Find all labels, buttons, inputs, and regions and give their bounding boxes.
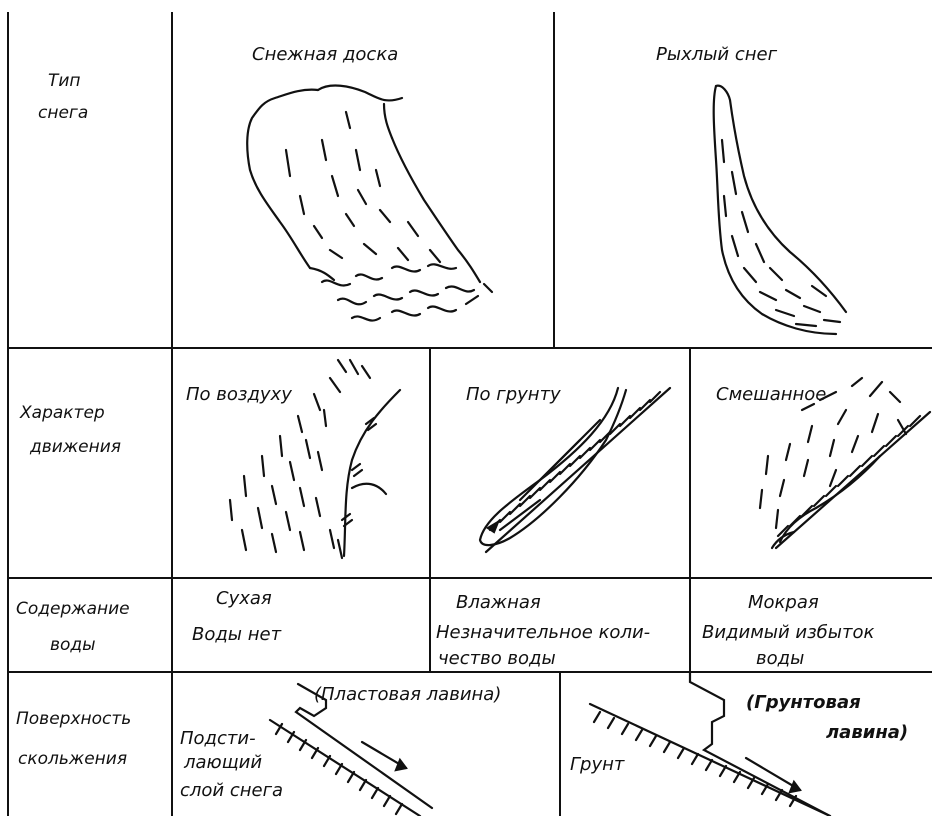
row-header-surface: Поверхность скольжения [16, 709, 131, 769]
cell-mixed: Смешанное [716, 378, 930, 548]
wet-note-2: воды [756, 648, 804, 669]
cell-slab-avalanche: (Пластовая лавина) Подсти- лающий слой с… [180, 684, 501, 816]
row-label-motion-2: движения [29, 437, 121, 457]
slab-snow-drawing [247, 86, 492, 321]
row-label-snow-type-1: Тип [48, 71, 81, 91]
ground-avalanche-caption-1: (Грунтовая [746, 692, 861, 713]
row-label-snow-type-2: снега [38, 103, 88, 123]
slab-snow-caption: Снежная доска [252, 44, 398, 65]
cell-wet: Мокрая Видимый избыток воды [702, 592, 874, 669]
underlying-layer-3: слой снега [180, 780, 283, 801]
row-label-surface-2: скольжения [18, 749, 127, 769]
cell-by-ground: По грунту [466, 384, 670, 552]
dry-note: Воды нет [192, 624, 282, 645]
row-header-motion: Характер движения [19, 403, 121, 457]
row-header-water: Содержание воды [16, 599, 130, 655]
by-ground-drawing [480, 388, 670, 552]
row-label-surface-1: Поверхность [16, 709, 131, 729]
dry-caption: Сухая [216, 588, 272, 609]
loose-snow-drawing [714, 86, 846, 334]
wet-note-1: Видимый избыток [702, 622, 874, 643]
by-ground-caption: По грунту [466, 384, 561, 405]
row-label-motion-1: Характер [19, 403, 105, 423]
cell-loose-snow: Рыхлый снег [656, 44, 846, 334]
underlying-layer-1: Подсти- [180, 728, 256, 749]
row-label-water-1: Содержание [16, 599, 130, 619]
row-header-snow-type: Тип снега [38, 71, 88, 123]
cell-ground-avalanche: (Грунтовая лавина) Грунт [570, 672, 908, 816]
mixed-caption: Смешанное [716, 384, 826, 405]
damp-note-1: Незначительное коли- [436, 622, 650, 643]
ground-avalanche-caption-2: лавина) [826, 722, 908, 743]
cell-damp: Влажная Незначительное коли- чество воды [436, 592, 650, 669]
damp-caption: Влажная [456, 592, 541, 613]
row-label-water-2: воды [50, 635, 96, 655]
wet-caption: Мокрая [748, 592, 819, 613]
cell-slab-snow: Снежная доска [247, 44, 492, 321]
by-air-caption: По воздуху [186, 384, 292, 405]
ground-caption: Грунт [570, 754, 625, 775]
slab-avalanche-caption: (Пластовая лавина) [314, 684, 501, 705]
loose-snow-caption: Рыхлый снег [656, 44, 778, 65]
underlying-layer-2: лающий [183, 752, 262, 773]
cell-by-air: По воздуху [186, 360, 400, 558]
cell-dry: Сухая Воды нет [192, 588, 282, 645]
damp-note-2: чество воды [438, 648, 556, 669]
